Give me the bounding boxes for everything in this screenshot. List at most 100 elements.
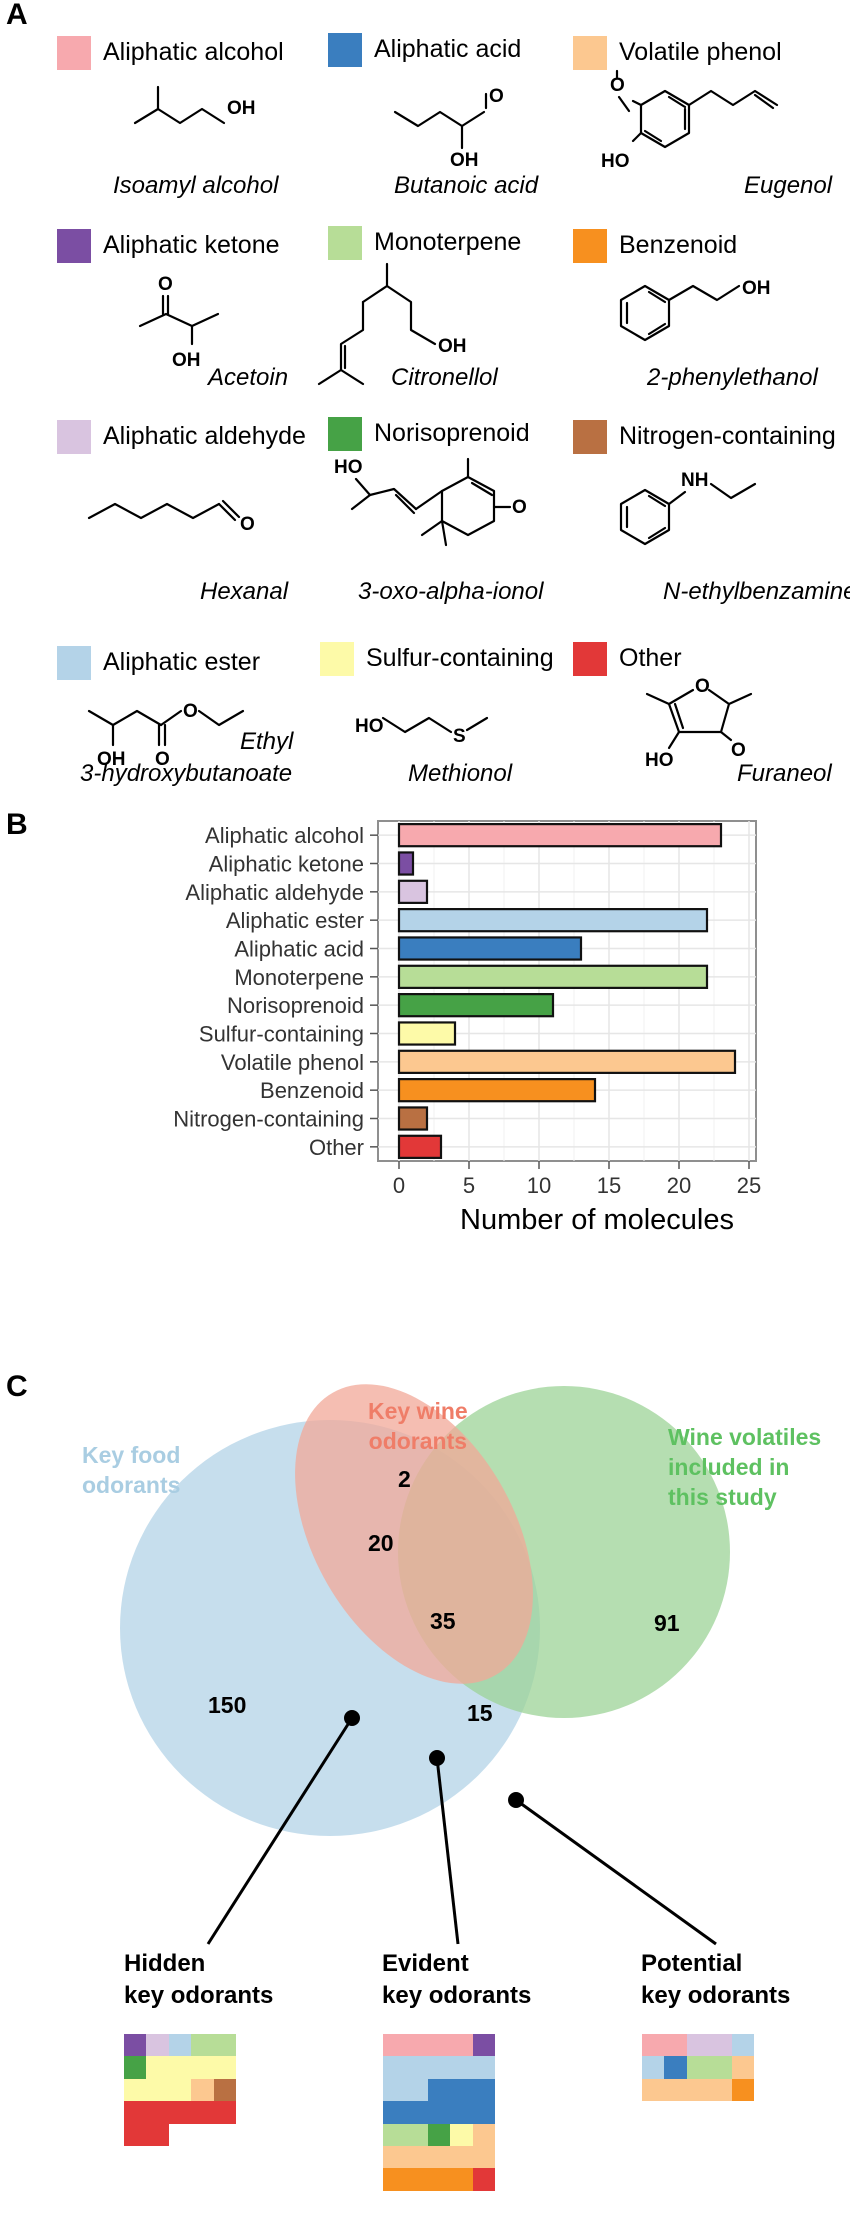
atom-label: NH <box>681 470 708 491</box>
x-tick-label: 10 <box>527 1173 551 1198</box>
legend-swatch <box>328 226 362 260</box>
category-label: Benzenoid <box>260 1078 364 1103</box>
legend-swatch <box>328 417 362 451</box>
grid-cell <box>383 2078 406 2102</box>
x-tick-label: 25 <box>737 1173 761 1198</box>
grid-cell <box>168 2101 192 2124</box>
grid-cell <box>213 2056 236 2079</box>
molecule-name-ethylbenzamine: N-ethylbenzamine <box>663 578 850 605</box>
grid-cell <box>709 2056 732 2079</box>
grid-cell <box>472 2056 495 2079</box>
legend-swatch <box>573 420 607 454</box>
citronellol-structure: OH <box>317 262 467 386</box>
x-tick-label: 15 <box>597 1173 621 1198</box>
grid-cell <box>146 2101 169 2124</box>
grid-cell <box>427 2078 451 2102</box>
legend-swatch <box>57 36 91 70</box>
grid-cell <box>213 2101 236 2124</box>
callout-dot-evident <box>429 1750 445 1766</box>
legend-label: Monoterpene <box>374 228 522 256</box>
legend-label: Nitrogen-containing <box>619 422 836 450</box>
grid-cell <box>124 2101 147 2124</box>
grid-cell <box>472 2123 495 2146</box>
panel-label-c: C <box>6 1370 28 1403</box>
grid-cell <box>191 2078 214 2102</box>
ethyl-hydroxybutanoate-structure: OH O O <box>87 701 245 770</box>
venn-title-line: Key wine <box>368 1398 468 1424</box>
venn-count-food-and-wine-odorants: 20 <box>368 1530 394 1556</box>
group-title-line: key odorants <box>124 1982 274 2009</box>
molecule-name-methionol: Methionol <box>408 760 513 787</box>
grid-cell <box>213 2078 236 2102</box>
atom-label: O <box>183 701 198 722</box>
atom-label: OH <box>172 350 201 371</box>
legend-label: Aliphatic aldehyde <box>103 422 306 450</box>
legend-label: Aliphatic ester <box>103 648 261 676</box>
atom-label: O <box>731 740 746 761</box>
group-title-evident: Evident key odorants <box>382 1948 531 2012</box>
grid-cell <box>168 2056 192 2079</box>
grid-cell <box>405 2101 428 2124</box>
grid-cell <box>450 2034 473 2057</box>
grid-cell <box>383 2146 406 2169</box>
grid-cell <box>709 2078 732 2102</box>
molecule-name-ethyl: Ethyl <box>240 728 294 755</box>
atom-label: OH <box>97 749 126 770</box>
molecule-name-butanoic-acid: Butanoic acid <box>394 172 539 199</box>
bar <box>397 964 709 989</box>
legend-label: Aliphatic acid <box>374 35 522 63</box>
molecule-name-hydroxybutanoate: 3-hydroxybutanoate <box>80 760 293 787</box>
legend-swatch <box>573 229 607 263</box>
atom-label: O <box>155 749 170 770</box>
grid-cell <box>642 2078 665 2102</box>
molecule-name-hexanal: Hexanal <box>200 578 289 605</box>
grid-cell <box>427 2056 451 2079</box>
callout-dot-potential <box>508 1792 524 1808</box>
molecule-name-isoamyl-alcohol: Isoamyl alcohol <box>113 172 279 199</box>
grid-cell <box>642 2034 665 2057</box>
grid-cell <box>686 2078 710 2102</box>
plot-area <box>377 820 757 1162</box>
grid-cell <box>731 2078 754 2102</box>
furaneol-structure: O HO O <box>645 676 753 771</box>
ethylbenzamine-structure: NH <box>619 470 757 546</box>
hexanal-structure: O <box>87 499 255 535</box>
bar <box>397 936 583 961</box>
category-label: Sulfur-containing <box>199 1022 364 1047</box>
group-title-line: Evident <box>382 1950 469 1977</box>
group-title-line: key odorants <box>641 1982 791 2009</box>
grid-cell <box>146 2034 169 2057</box>
category-label: Aliphatic ketone <box>209 852 364 877</box>
grid-cell <box>405 2078 428 2102</box>
atom-label: O <box>695 676 710 697</box>
atom-label: OH <box>742 278 771 299</box>
grid-cell <box>405 2034 428 2057</box>
molecule-name-phenylethanol: 2-phenylethanol <box>647 364 818 391</box>
legend-label: Aliphatic ketone <box>103 231 280 259</box>
venn-title-line: odorants <box>368 1428 468 1454</box>
category-label: Aliphatic aldehyde <box>185 880 364 905</box>
group-title-line: key odorants <box>382 1982 532 2009</box>
group-title-line: Hidden <box>124 1950 206 1977</box>
legend-swatch <box>57 420 91 454</box>
isoamyl-alcohol-structure: OH <box>133 85 256 125</box>
category-label: Monoterpene <box>234 965 364 990</box>
legend-swatch <box>320 642 354 676</box>
venn-title-line: included in <box>668 1454 790 1480</box>
grid-cell <box>191 2101 214 2124</box>
grid-cell <box>731 2056 754 2079</box>
category-label: Aliphatic acid <box>234 937 364 962</box>
venn-count-wine-odorants-only: 2 <box>398 1466 411 1492</box>
venn-title-wine-volatiles: Wine volatiles included in this study <box>668 1422 821 1512</box>
bar <box>397 1021 457 1046</box>
grid-cell <box>124 2056 147 2079</box>
callout-line-potential <box>515 1798 717 1946</box>
bar <box>397 908 709 933</box>
grid-cell <box>191 2034 214 2057</box>
venn-count-all-three: 35 <box>430 1608 456 1634</box>
grid-cell <box>450 2146 473 2169</box>
atom-label: OH <box>450 150 479 171</box>
grid-cell <box>642 2056 665 2079</box>
grid-cell <box>213 2034 236 2057</box>
